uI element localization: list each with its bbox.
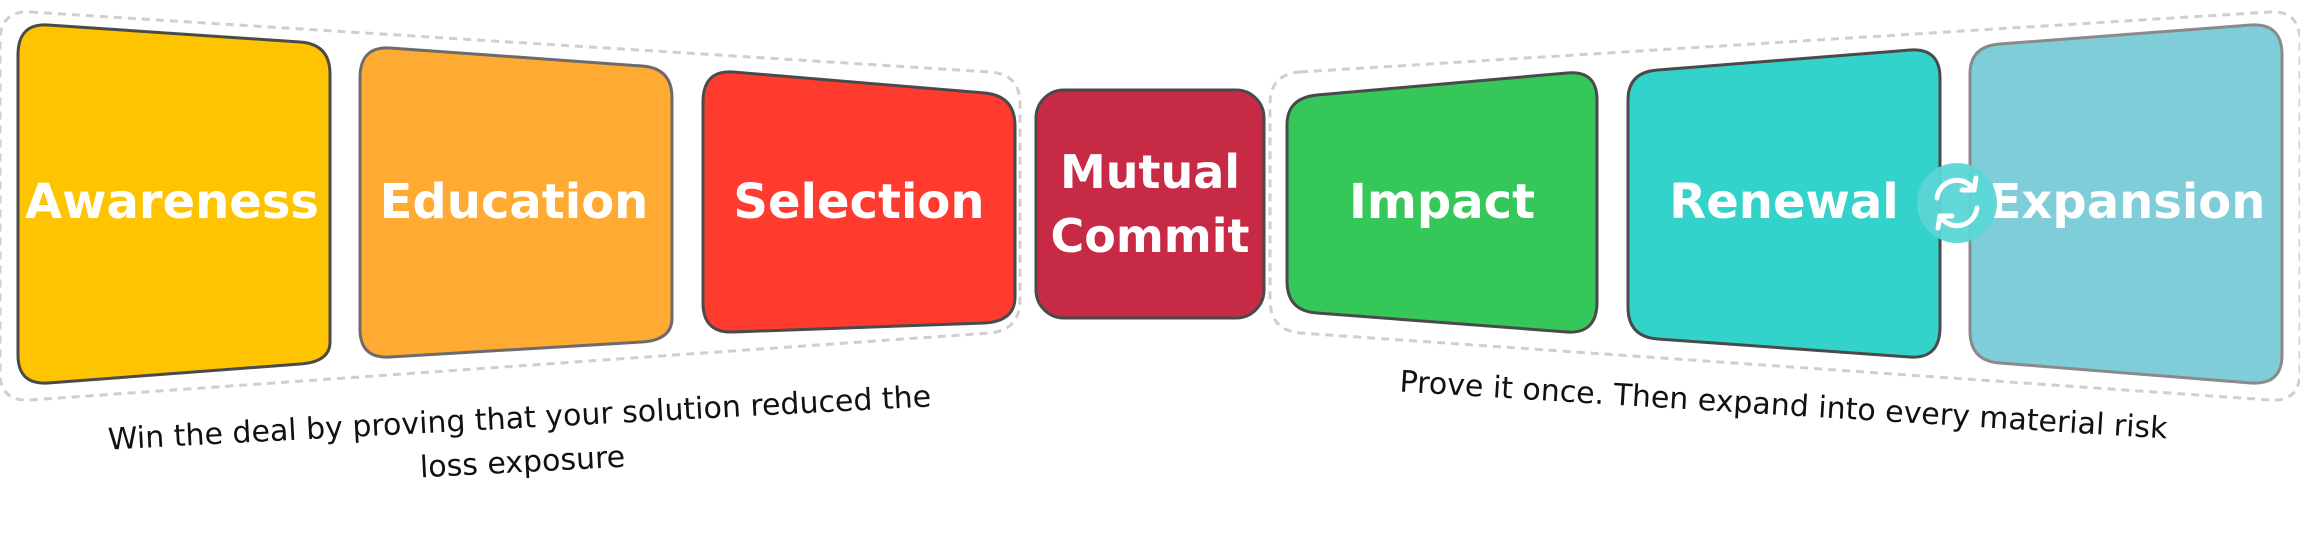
stage-education-shape [358,46,674,359]
stage-expansion-shape [1968,23,2284,385]
stage-renewal: Renewal [1626,48,1942,359]
post-sale-caption: Prove it once. Then expand into every ma… [1399,365,2169,447]
stage-awareness-label: Awareness [25,174,319,230]
stage-selection-shape [701,70,1017,334]
stage-selection-label: Selection [733,174,984,230]
stage-awareness: Awareness [16,23,332,385]
stage-renewal-shape [1626,48,1942,359]
cycle-icon [1917,163,1997,243]
stage-impact-shape [1285,71,1599,334]
stage-selection: Selection [701,70,1017,334]
pre-sale-group-outline [0,10,1022,402]
stage-renewal-label: Renewal [1669,174,1898,230]
stage-mutual-commit-label-line2: Commit [1051,209,1250,263]
stage-education: Education [358,46,674,359]
stage-mutual-commit-shape [1034,88,1266,320]
stage-mutual-commit: Mutual Commit [1034,88,1266,320]
stage-expansion: Expansion [1968,23,2284,385]
stage-impact: Impact [1285,71,1599,334]
pre-sale-caption-line2: loss exposure [419,440,626,486]
stage-education-label: Education [380,174,649,230]
stage-expansion-label: Expansion [1989,174,2266,230]
stage-mutual-commit-label-line1: Mutual [1060,145,1240,199]
stage-awareness-shape [16,23,332,385]
stage-impact-label: Impact [1349,174,1535,230]
